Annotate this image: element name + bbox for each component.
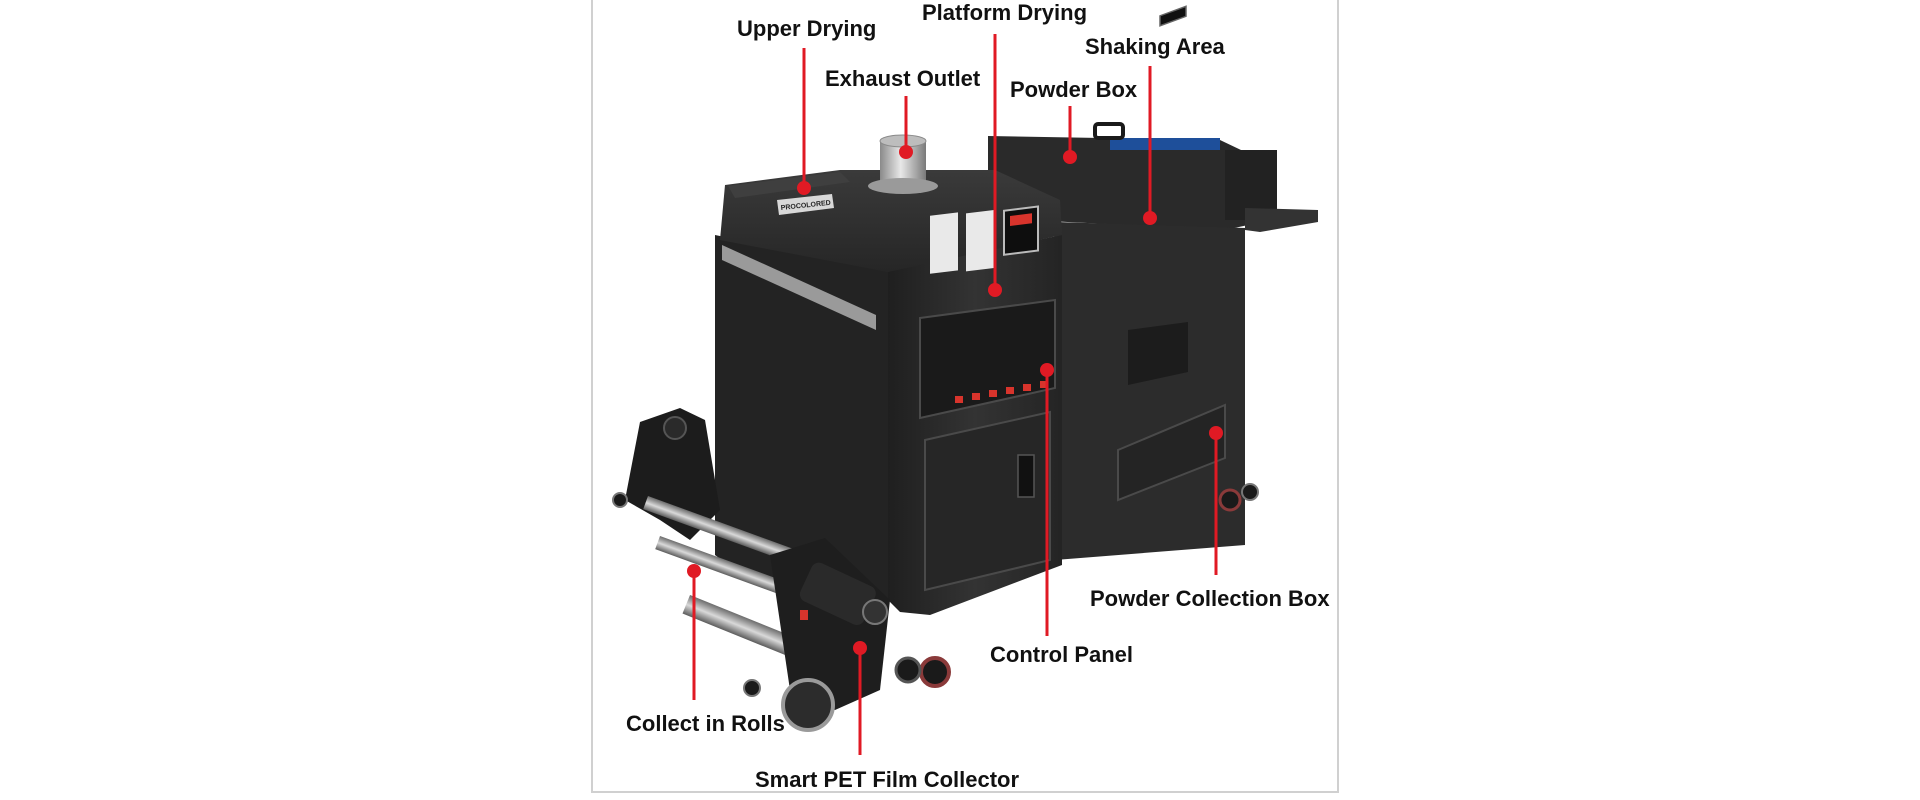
label-control-panel: Control Panel [990,642,1134,667]
powder-box-top-accent [1110,138,1220,150]
label-smart-pet-film-collector: Smart PET Film Collector [755,767,1020,792]
leader-dot-collect-in-rolls [687,564,701,578]
label-exhaust-outlet: Exhaust Outlet [825,66,981,91]
label-upper-drying: Upper Drying [737,16,877,41]
leader-dot-powder-collection-box [1209,426,1223,440]
indicator-button [972,393,980,400]
label-powder-collection-box: Powder Collection Box [1090,586,1330,611]
temperature-digits [1010,213,1032,226]
rack-side-knob [612,492,628,508]
indicator-buttons [955,381,1048,403]
caster-wheel-left [894,656,922,684]
collector-motor-cap [862,599,888,625]
leader-dot-smart-pet-film-collector [853,641,867,655]
powder-collection-drawer [1117,403,1226,502]
powder-box-handle [1093,122,1125,140]
leader-dot-platform-drying [988,283,1002,297]
label-shaking-area: Shaking Area [1085,34,1225,59]
collect-roll-rod-upper [643,496,808,568]
side-table [1245,208,1318,232]
machine-body: PROCOLORED [715,5,1318,688]
indicator-button [1006,387,1014,394]
upper-drying-cover [728,172,850,198]
label-platform-drying: Platform Drying [922,0,1088,25]
leader-dot-upper-drying [797,181,811,195]
knob-panel-2 [966,209,994,272]
leader-dot-powder-box [1063,150,1077,164]
caster-wheel-front [919,656,951,688]
rack-left-knob [663,416,687,440]
indicator-button [1023,384,1031,391]
leader-dot-control-panel [1040,363,1054,377]
lower-door [924,410,1051,592]
knob-panel-1 [930,212,958,274]
collector-motor [799,562,876,626]
caster-wheel-right [1218,488,1242,512]
upper-drying-slot [722,245,876,330]
label-powder-box: Powder Box [1010,77,1138,102]
label-collect-in-rolls: Collect in Rolls [626,711,785,736]
right-side-panel [1055,222,1245,560]
leader-lines [687,34,1223,755]
side-handle-box [1128,322,1188,385]
leader-dot-shaking-area [1143,211,1157,225]
left-side-panel [715,235,888,600]
brand-plate [777,194,834,215]
temperature-display [1003,205,1039,256]
red-motor-accent [800,610,808,620]
exhaust-pipe-rim [879,134,927,148]
exhaust-pipe-base [868,178,938,194]
door-latch [1017,454,1035,498]
drawer-handle [1159,5,1187,27]
leader-dot-exhaust-outlet [899,145,913,159]
caster-wheel-right-2 [1241,483,1259,501]
indicator-button [1040,381,1048,388]
indicator-button [955,396,963,403]
rack-foot-knob [743,679,761,697]
indicator-button [989,390,997,397]
collector-roll-end [781,678,835,732]
control-panel [919,298,1056,420]
